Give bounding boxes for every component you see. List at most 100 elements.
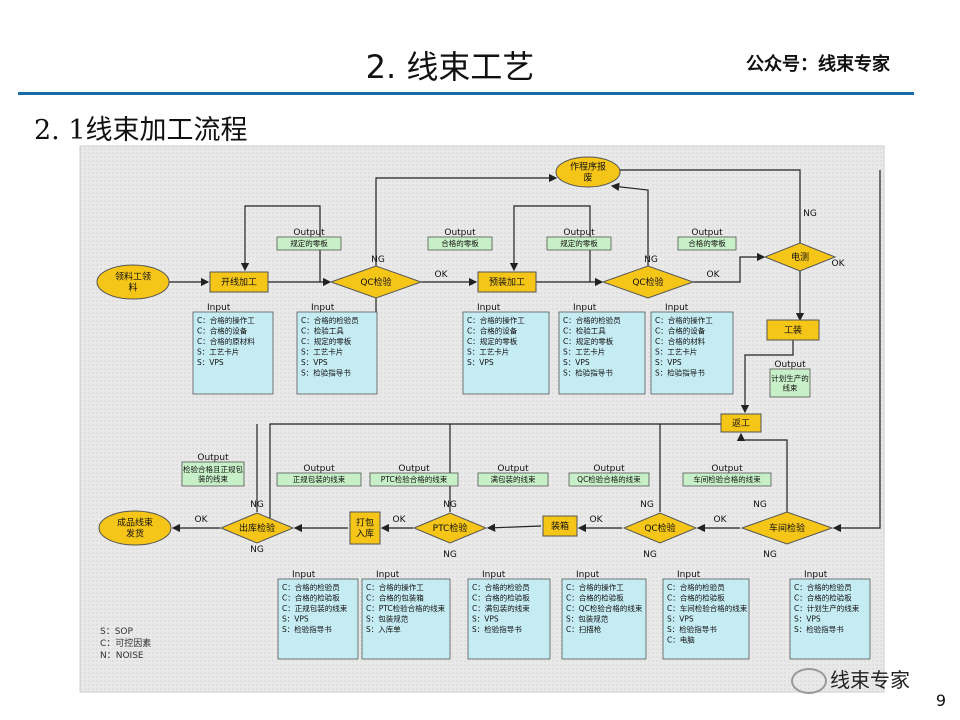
node-qc1-label: QC检验 <box>360 276 391 288</box>
flow-label: NG <box>803 209 817 219</box>
input-box-8-item: S：包装规范 <box>566 614 609 624</box>
input-box-5-item: S：工艺卡片 <box>655 347 697 357</box>
input-box-7-item: S：VPS <box>667 615 694 624</box>
node-cut <box>209 271 269 293</box>
flow-label: OK <box>393 515 407 525</box>
input-box-3-item: S：VPS <box>467 358 494 367</box>
legend-item: S：SOP <box>100 627 134 637</box>
node-rework <box>720 413 762 433</box>
node-out-check-label: 出库检验 <box>239 522 275 534</box>
input-label: Input <box>207 303 231 313</box>
input-box-5 <box>650 311 734 395</box>
input-box-5-item: C：合格的材料 <box>655 336 706 346</box>
input-label: Input <box>677 570 701 580</box>
output-box-5-text: 线束 <box>783 382 798 392</box>
input-box-9-item: C：满包装的线束 <box>472 603 530 613</box>
output-label: Output <box>593 464 625 474</box>
output-label: Output <box>563 228 595 238</box>
node-qc1 <box>329 265 423 299</box>
input-box-9 <box>467 578 551 660</box>
input-box-9-item: S：检验指导书 <box>472 624 522 634</box>
output-box-2 <box>427 236 493 251</box>
input-box-4-item: S：VPS <box>563 358 590 367</box>
node-improve <box>555 156 621 188</box>
flow-label: NG <box>643 550 657 560</box>
output-box-8 <box>477 472 549 487</box>
node-car-check <box>740 511 834 545</box>
input-label: Input <box>482 570 506 580</box>
watermark-text: 线束专家 <box>830 668 910 692</box>
input-box-7 <box>662 578 750 660</box>
input-box-3-item: S：工艺卡片 <box>467 347 509 357</box>
output-box-1-text: 规定的零板 <box>290 238 328 248</box>
output-label: Output <box>497 464 529 474</box>
input-box-6-item: C：计划生产的线束 <box>794 603 860 613</box>
flow-label: NG <box>644 255 658 265</box>
legend-item: C：可控因素 <box>100 637 151 649</box>
title-divider <box>18 92 914 95</box>
input-label: Input <box>376 570 400 580</box>
input-box-5-item: S：检验指导书 <box>655 368 705 378</box>
input-box-8-item: C：合格的操作工 <box>566 582 624 592</box>
input-box-10-item: C：PTC检验合格的线束 <box>366 603 446 613</box>
node-test <box>763 242 837 272</box>
flow-label: NG <box>640 500 654 510</box>
page-number: 9 <box>935 691 946 710</box>
flow-label: NG <box>443 500 457 510</box>
input-box-3-item: C：合格的设备 <box>467 326 518 336</box>
output-box-10-text: 正规包装的线束 <box>293 474 346 484</box>
node-qc3-label: QC检验 <box>644 522 675 534</box>
flow-label: OK <box>714 515 728 525</box>
input-box-9-item: C：合格的检验板 <box>472 593 530 603</box>
node-qc3 <box>622 512 698 544</box>
input-box-10-item: C：合格的包装箱 <box>366 593 424 603</box>
node-pre-label: 预装加工 <box>489 276 525 288</box>
output-label: Output <box>197 453 229 463</box>
flow-label: NG <box>371 255 385 265</box>
input-box-6-item: S：VPS <box>794 615 821 624</box>
input-box-8 <box>561 578 647 660</box>
input-box-5-item: S：VPS <box>655 358 682 367</box>
input-box-1-item: C：合格的设备 <box>197 326 248 336</box>
input-box-2-item: S：VPS <box>301 358 328 367</box>
flow-label: OK <box>707 270 721 280</box>
output-box-3-text: 规定的零板 <box>560 238 598 248</box>
brand-label: 公众号：线束专家 <box>746 54 890 75</box>
output-box-2-text: 合格的零板 <box>441 238 479 248</box>
output-box-9 <box>369 472 459 487</box>
input-box-6-item: S：检验指导书 <box>794 624 844 634</box>
input-box-2 <box>296 311 378 395</box>
output-label: Output <box>398 464 430 474</box>
section-subtitle: 2. 1线束加工流程 <box>34 115 248 146</box>
node-finish-label: 成品线束 <box>117 517 153 529</box>
input-box-11-item: C：正规包装的线束 <box>282 603 348 613</box>
input-box-9-item: S：VPS <box>472 615 499 624</box>
legend-item: N：NOISE <box>100 651 144 661</box>
input-box-1 <box>192 311 274 395</box>
flow-label: OK <box>832 259 846 269</box>
input-box-4 <box>558 311 646 395</box>
input-box-4-item: C：检验工具 <box>563 326 606 336</box>
output-label: Output <box>303 464 335 474</box>
output-box-6-text: 车间检验合格的线束 <box>693 474 761 484</box>
input-label: Input <box>573 303 597 313</box>
output-box-5-text: 计划生产的 <box>771 373 809 383</box>
node-box <box>542 515 578 537</box>
flow-label: NG <box>763 550 777 560</box>
output-box-7 <box>568 472 650 487</box>
input-label: Input <box>576 570 600 580</box>
output-label: Output <box>293 228 325 238</box>
input-label: Input <box>804 570 828 580</box>
input-box-7-item: C：合格的检验员 <box>667 582 725 592</box>
input-box-1-item: C：合格的原材料 <box>197 336 255 346</box>
input-label: Input <box>477 303 501 313</box>
node-box-label: 装箱 <box>551 520 569 532</box>
output-box-1 <box>276 236 342 251</box>
input-box-8-item: C：扫描枪 <box>566 624 602 634</box>
input-box-6 <box>789 578 871 660</box>
input-box-10 <box>361 578 451 660</box>
flow-label: NG <box>753 500 767 510</box>
input-box-1-item: C：合格的操作工 <box>197 315 255 325</box>
input-box-11-item: C：合格的检验板 <box>282 593 340 603</box>
